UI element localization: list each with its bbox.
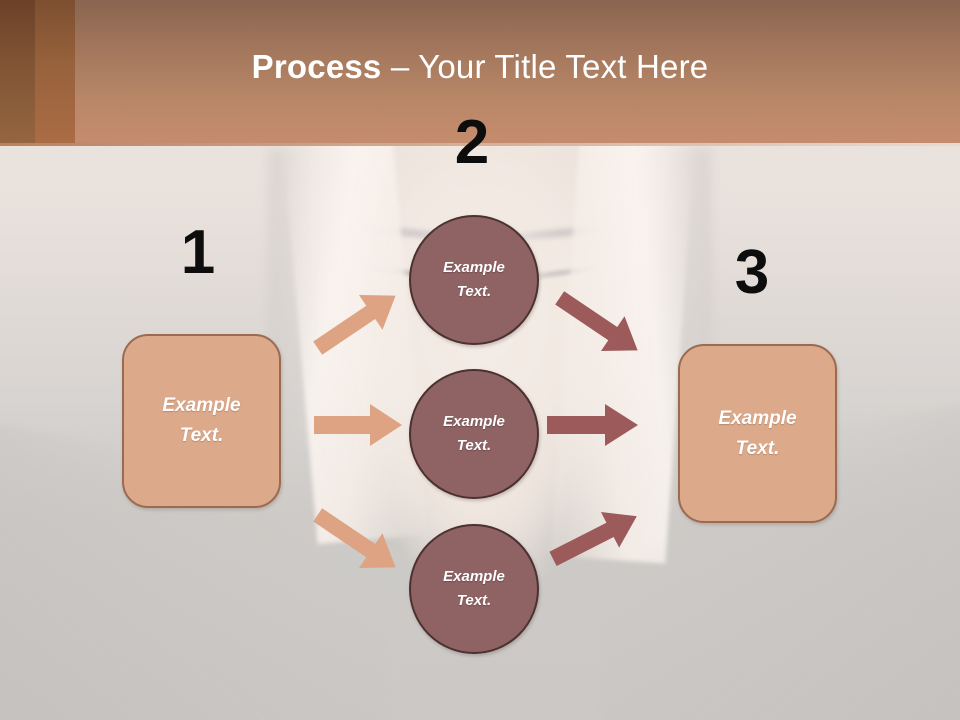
header-accent-band-mid xyxy=(35,0,75,143)
slide-header xyxy=(0,0,960,143)
circle-node-bottom-line2: Text. xyxy=(456,592,492,609)
circle-node-middle[interactable]: Example Text. xyxy=(409,369,539,499)
stage3-box-line1: Example xyxy=(718,407,797,429)
page-title-rest: – Your Title Text Here xyxy=(381,48,709,85)
step-number-2: 2 xyxy=(454,108,490,177)
stage3-box[interactable]: Example Text. xyxy=(678,344,837,523)
stage1-box[interactable]: Example Text. xyxy=(122,334,281,508)
step-number-1: 1 xyxy=(180,218,216,287)
arrow-circle-bottom-to-box3 xyxy=(538,498,650,578)
header-gradient-band xyxy=(75,0,960,143)
circle-node-top-line2: Text. xyxy=(456,283,492,300)
arrow-box1-to-circle-bottom xyxy=(300,495,410,585)
circle-node-bottom-line1: Example xyxy=(443,568,505,585)
arrow-circle-middle-to-box3 xyxy=(545,400,640,450)
page-title-bold: Process xyxy=(251,48,382,85)
arrow-box1-to-circle-middle xyxy=(312,400,404,450)
arrow-box1-to-circle-top xyxy=(300,278,410,368)
stage1-box-line1: Example xyxy=(162,395,241,416)
circle-node-top[interactable]: Example Text. xyxy=(409,215,539,345)
arrow-circle-top-to-box3 xyxy=(540,278,655,368)
header-underline xyxy=(0,143,960,146)
circle-node-middle-line1: Example xyxy=(443,413,505,430)
stage3-box-line2: Text. xyxy=(735,437,780,459)
circle-node-middle-line2: Text. xyxy=(456,437,492,454)
stage1-box-line2: Text. xyxy=(179,425,224,446)
header-accent-band-dark xyxy=(0,0,35,143)
page-title: Process – Your Title Text Here xyxy=(0,47,960,87)
circle-node-top-line1: Example xyxy=(443,259,505,276)
circle-node-bottom[interactable]: Example Text. xyxy=(409,524,539,654)
step-number-3: 3 xyxy=(734,238,770,307)
